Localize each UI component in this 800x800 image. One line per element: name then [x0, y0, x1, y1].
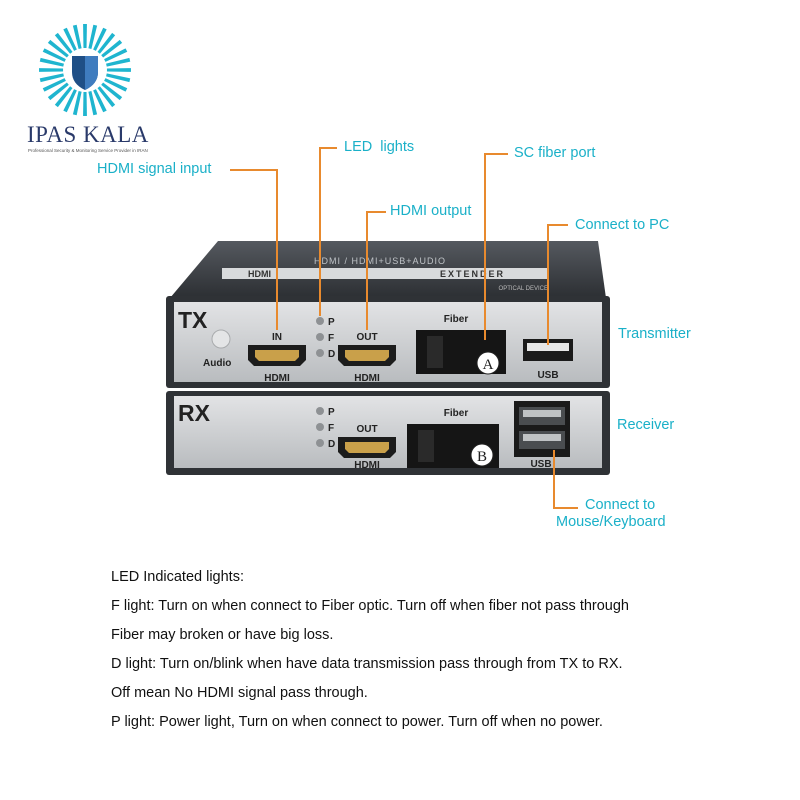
callout-connect-to: Connect to	[585, 497, 656, 513]
tx-port-marker	[476, 351, 500, 375]
logo-ray	[39, 68, 64, 72]
leader-connect-mouse	[553, 450, 578, 509]
rx-unit-label: RX	[178, 400, 211, 426]
optical-label: OPTICAL DEVICE	[499, 286, 548, 292]
logo-ray	[106, 68, 131, 72]
rx-usb-port	[514, 401, 570, 457]
audio-jack	[211, 329, 231, 349]
tx-port-marker-letter: A	[483, 357, 494, 373]
note-line: P light: Power light, Turn on when conne…	[111, 714, 603, 730]
callout-mouse-keyboard: Mouse/Keyboard	[556, 514, 666, 530]
logo-ray	[93, 27, 107, 51]
logo-ray	[97, 86, 116, 108]
tx-hdmi-out-caption: HDMI	[354, 373, 380, 384]
logo-brand-text: IPAS KALA	[27, 122, 149, 147]
logo-tagline: Professional Security & Monitoring Servi…	[28, 148, 148, 153]
rx-led-d-label: D	[328, 439, 335, 450]
logo-emblem-icon	[39, 24, 131, 116]
leader-hdmi-output	[366, 211, 386, 330]
logo-ray	[72, 91, 82, 116]
leader-sc-fiber	[484, 153, 508, 340]
tx-usb-label: USB	[537, 370, 558, 381]
note-line: Fiber may broken or have big loss.	[111, 627, 334, 643]
note-line: Off mean No HDMI signal pass through.	[111, 685, 368, 701]
logo-ray	[104, 48, 128, 62]
logo-ray	[63, 89, 77, 113]
callout-receiver: Receiver	[617, 417, 675, 433]
logo-ray	[47, 82, 69, 101]
logo-ray	[47, 39, 69, 58]
logo-ray	[104, 78, 128, 92]
rx-led-f-label: F	[328, 423, 334, 434]
logo-ray	[54, 86, 73, 108]
tx-hdmi-in-port	[248, 345, 306, 366]
leader-led-lights	[319, 147, 337, 316]
rx-led-p	[316, 407, 324, 415]
tx-led-p-label: P	[328, 317, 335, 328]
tx-hdmi-in-caption: HDMI	[264, 373, 290, 384]
top-label: HDMI / HDMI+USB+AUDIO	[314, 256, 446, 266]
callout-sc-fiber-port: SC fiber port	[514, 145, 596, 161]
logo-ray	[88, 91, 98, 116]
tx-led-p	[316, 317, 324, 325]
logo-ray	[72, 24, 82, 49]
tx-hdmi-out-label: OUT	[356, 332, 377, 343]
logo-ray	[83, 91, 87, 116]
logo-ray	[93, 89, 107, 113]
logo-ray	[63, 27, 77, 51]
logo-ray	[101, 82, 123, 101]
led-notes: LED Indicated lights: F light: Turn on w…	[111, 563, 629, 737]
leader-hdmi-input	[230, 169, 278, 330]
callout-hdmi-output: HDMI output	[390, 203, 472, 219]
rx-port-marker-letter: B	[477, 449, 487, 465]
callout-led-lights: LED lights	[344, 139, 415, 155]
logo-ray	[106, 57, 131, 67]
logo-ray	[88, 24, 98, 49]
rx-hdmi-out-port	[338, 437, 396, 458]
callout-hdmi-signal-input: HDMI signal input	[97, 161, 212, 177]
rx-hdmi-out-caption: HDMI	[354, 460, 380, 471]
tx-led-d-label: D	[328, 349, 335, 360]
logo-ray	[39, 57, 64, 67]
rx-led-p-label: P	[328, 407, 335, 418]
logo-ray	[39, 73, 64, 83]
tx-usb-port	[523, 339, 573, 361]
logo-ray	[97, 32, 116, 54]
note-line: F light: Turn on when connect to Fiber o…	[111, 598, 629, 614]
audio-label: Audio	[203, 358, 231, 369]
callout-connect-to-pc: Connect to PC	[575, 217, 670, 233]
tx-led-f-label: F	[328, 333, 334, 344]
logo-ray	[101, 39, 123, 58]
callout-transmitter: Transmitter	[618, 326, 691, 342]
tx-fiber-label: Fiber	[444, 314, 469, 325]
band-right: EXTENDER	[440, 269, 505, 279]
tx-hdmi-out-port	[338, 345, 396, 366]
leader-connect-pc	[547, 224, 568, 345]
rx-hdmi-out-label: OUT	[356, 424, 377, 435]
tx-led-d	[316, 349, 324, 357]
tx-unit-label: TX	[178, 307, 208, 333]
rx-led-f	[316, 423, 324, 431]
logo-ray	[106, 73, 131, 83]
logo-ray	[42, 48, 66, 62]
rx-usb-label: USB	[530, 459, 551, 470]
logo-ray	[54, 32, 73, 54]
leader-lines	[230, 147, 578, 509]
logo-ray	[83, 24, 87, 49]
band-left: HDMI	[248, 269, 271, 279]
note-line: D light: Turn on/blink when have data tr…	[111, 656, 623, 672]
note-line: LED Indicated lights:	[111, 569, 244, 585]
tx-led-f	[316, 333, 324, 341]
rx-led-d	[316, 439, 324, 447]
tx-hdmi-in-label: IN	[272, 332, 282, 343]
top-band	[222, 268, 548, 279]
logo	[30, 20, 140, 120]
rx-fiber-label: Fiber	[444, 408, 469, 419]
rx-port-marker	[470, 443, 494, 467]
logo-ray	[42, 78, 66, 92]
